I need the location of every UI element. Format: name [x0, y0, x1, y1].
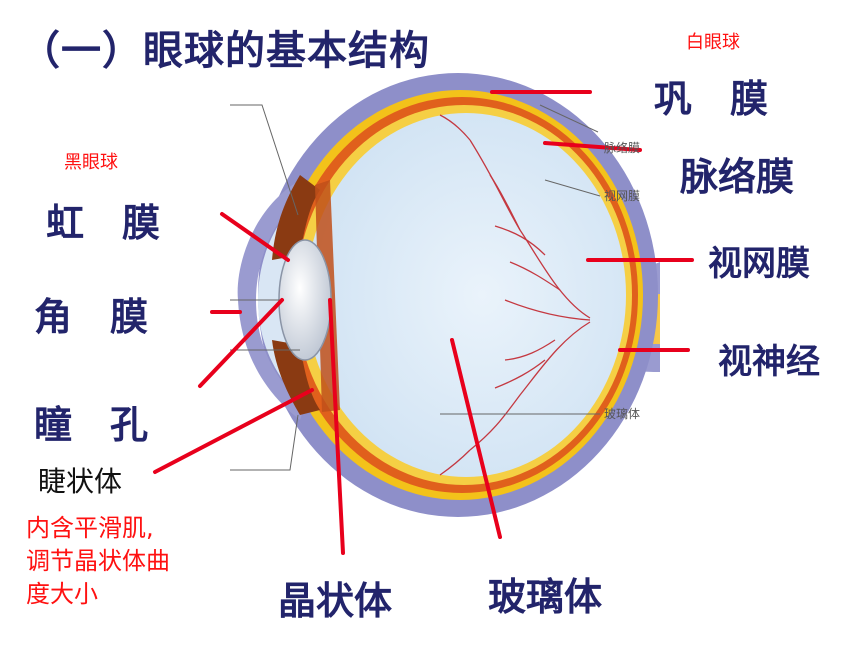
- note-smooth-muscle-2: 调节晶状体曲: [26, 547, 170, 575]
- iris-lower: [272, 340, 320, 415]
- pointer-lens: [328, 298, 345, 555]
- note-smooth-muscle-1: 内含平滑肌,: [26, 514, 154, 542]
- label-vitreous: 玻璃体: [488, 575, 603, 619]
- label-ciliary-body: 睫状体: [38, 465, 123, 498]
- pointer-lines: [153, 90, 694, 555]
- label-sclera: 巩 膜: [654, 77, 769, 121]
- label-cornea: 角 膜: [34, 295, 149, 339]
- pointer-iris: [220, 212, 290, 262]
- image-text-vitreous: 玻璃体: [604, 407, 640, 421]
- label-iris: 虹 膜: [46, 201, 161, 245]
- note-black-eye: 黑眼球: [64, 152, 118, 173]
- label-choroid: 脉络膜: [680, 155, 795, 199]
- image-text-choroid: 脉络膜: [604, 140, 640, 155]
- label-pupil: 瞳 孔: [34, 403, 149, 447]
- cornea-shape: [237, 180, 305, 420]
- note-white-eye: 白眼球: [686, 32, 740, 53]
- label-retina: 视网膜: [708, 244, 810, 284]
- label-optic-nerve: 视神经: [718, 342, 820, 382]
- image-text-retina: 视网膜: [604, 188, 640, 203]
- iris-upper: [272, 175, 320, 260]
- pointer-pupil: [198, 298, 284, 388]
- pointer-ciliary: [153, 388, 314, 474]
- label-lens: 晶状体: [278, 579, 393, 623]
- page-title: （一）眼球的基本结构: [20, 28, 430, 74]
- retinal-vessels: [439, 114, 591, 476]
- note-smooth-muscle-3: 度大小: [26, 580, 98, 608]
- vitreous-shape: [306, 113, 626, 477]
- pointer-choroid: [543, 141, 642, 152]
- pointer-vitreous: [450, 338, 502, 539]
- reference-lines: [230, 104, 601, 471]
